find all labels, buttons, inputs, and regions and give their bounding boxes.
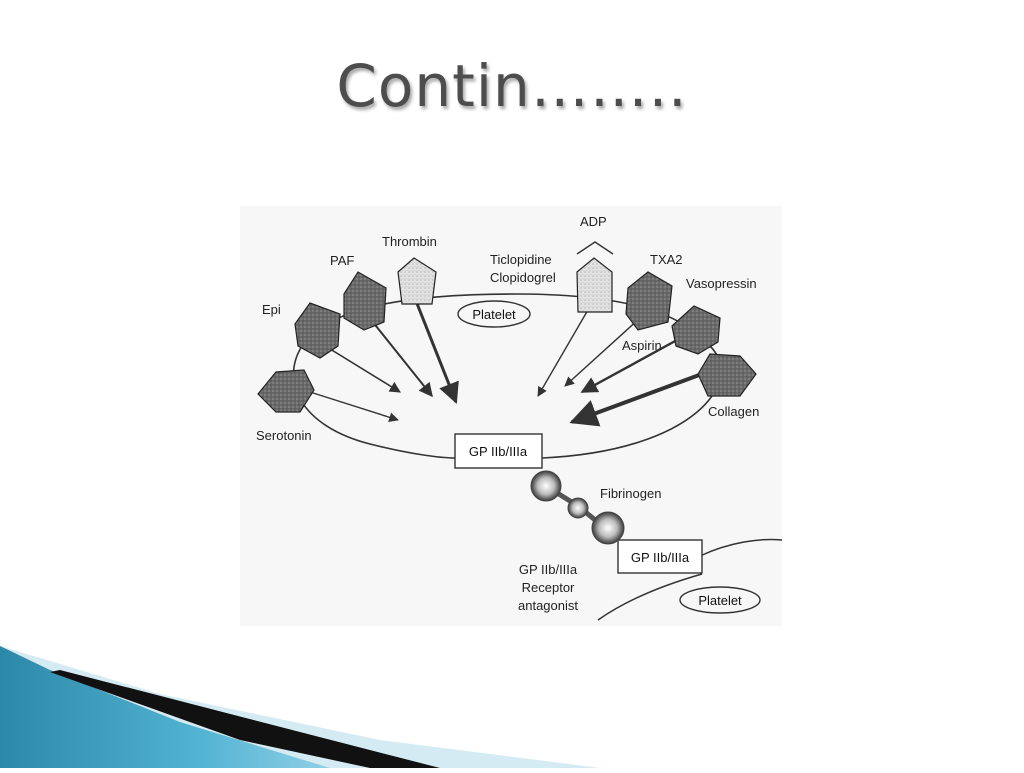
receptor-txa2 — [625, 271, 673, 331]
label-aspirin: Aspirin — [622, 338, 662, 353]
fibrinogen-chain — [530, 470, 625, 545]
label-platelet-top: Platelet — [472, 307, 516, 322]
label-platelet-bottom: Platelet — [698, 593, 742, 608]
receptor-epi — [294, 302, 341, 359]
label-receptor-bottom: GP IIb/IIIa — [631, 550, 690, 565]
label-receptor-top: GP IIb/IIIa — [469, 444, 528, 459]
fibrinogen-node-middle — [567, 497, 589, 519]
arrow-thrombin — [414, 300, 459, 404]
label-clopidogrel: Clopidogrel — [490, 270, 556, 285]
receptor-box-bottom — [617, 539, 703, 574]
label-epi: Epi — [262, 302, 281, 317]
arrow-txa2 — [564, 317, 641, 387]
label-serotonin: Serotonin — [256, 428, 312, 443]
fibrinogen-node-bottom — [591, 511, 625, 545]
slide-title: Contin…….. — [336, 52, 688, 120]
receptor-box-top — [454, 433, 543, 469]
arrow-collagen — [569, 369, 711, 427]
label-thrombin: Thrombin — [382, 234, 437, 249]
arrow-serotonin — [309, 391, 399, 422]
receptor-thrombin — [397, 257, 437, 305]
platelet-oval-top — [457, 300, 531, 328]
receptor-vasopressin — [671, 305, 721, 355]
arrow-vasopressin — [580, 332, 689, 394]
footer-black-stripe — [50, 670, 440, 768]
receptor-adp — [576, 257, 613, 313]
activation-arrows — [309, 300, 711, 427]
diagram-labels: Epi PAF Thrombin Ticlopidine Clopidogrel… — [256, 214, 759, 613]
platelet-oval-bottom — [679, 586, 761, 614]
receptor-collagen — [697, 353, 757, 397]
label-collagen: Collagen — [708, 404, 759, 419]
lower-platelet-membrane-top — [699, 538, 782, 557]
label-txa2: TXA2 — [650, 252, 683, 267]
label-ticlopidine: Ticlopidine — [490, 252, 552, 267]
label-vasopressin: Vasopressin — [686, 276, 757, 291]
label-adp: ADP — [580, 214, 607, 229]
label-antagonist-line1: GP IIb/IIIa — [519, 562, 578, 577]
arrow-paf — [367, 315, 433, 398]
footer-blue-band — [0, 646, 330, 768]
receptors — [257, 257, 757, 413]
arrow-adp — [537, 302, 593, 397]
arrow-epi — [321, 343, 401, 393]
platelet-activation-diagram: Epi PAF Thrombin Ticlopidine Clopidogrel… — [240, 206, 782, 626]
footer-band-svg — [0, 646, 600, 768]
diagram-svg: Epi PAF Thrombin Ticlopidine Clopidogrel… — [240, 206, 782, 626]
label-paf: PAF — [330, 253, 354, 268]
footer-decoration — [0, 640, 1024, 768]
receptor-paf — [343, 271, 387, 331]
receptor-serotonin — [257, 369, 315, 413]
label-antagonist-line2: Receptor — [522, 580, 575, 595]
fibrinogen-node-top — [530, 470, 562, 502]
label-fibrinogen: Fibrinogen — [600, 486, 661, 501]
lower-platelet-membrane-left — [597, 573, 703, 621]
adp-chevron — [576, 241, 614, 255]
label-antagonist-line3: antagonist — [518, 598, 578, 613]
